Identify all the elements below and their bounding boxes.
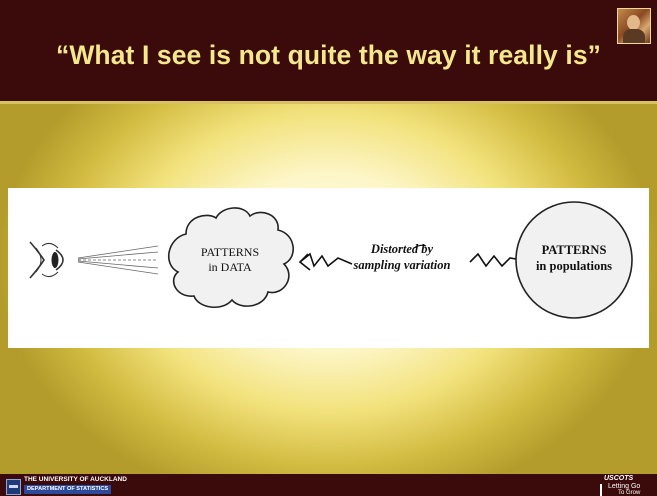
cloud-label-line1: PATTERNS [201,245,259,259]
portrait-thumbnail [617,8,651,44]
university-name: THE UNIVERSITY OF AUCKLAND [24,476,127,483]
title-divider [0,101,657,104]
distortion-label-line2: sampling variation [353,258,451,272]
population-label-line2: in populations [536,259,612,273]
portrait-face [627,15,640,30]
university-crest-icon [6,479,21,495]
cloud-label-line2: in DATA [208,260,252,274]
department-name: DEPARTMENT OF STATISTICS [24,485,111,494]
sight-lines [78,246,158,274]
conference-tagline-line1: Letting Go [608,483,640,490]
conference-tagline-line2: To Grow [618,490,640,496]
conference-name: USCOTS [604,475,633,482]
distortion-label-line1: Distorted by [370,242,434,256]
population-label-line1: PATTERNS [542,243,607,257]
eye-icon [30,242,63,278]
portrait-body [623,29,645,43]
conference-divider [600,484,602,496]
diagram-panel: PATTERNS in DATA Distorted by sampling v… [8,188,649,348]
distortion-arrow-left [300,254,352,270]
slide-title: “What I see is not quite the way it real… [0,40,657,71]
diagram-svg: PATTERNS in DATA Distorted by sampling v… [8,188,649,348]
